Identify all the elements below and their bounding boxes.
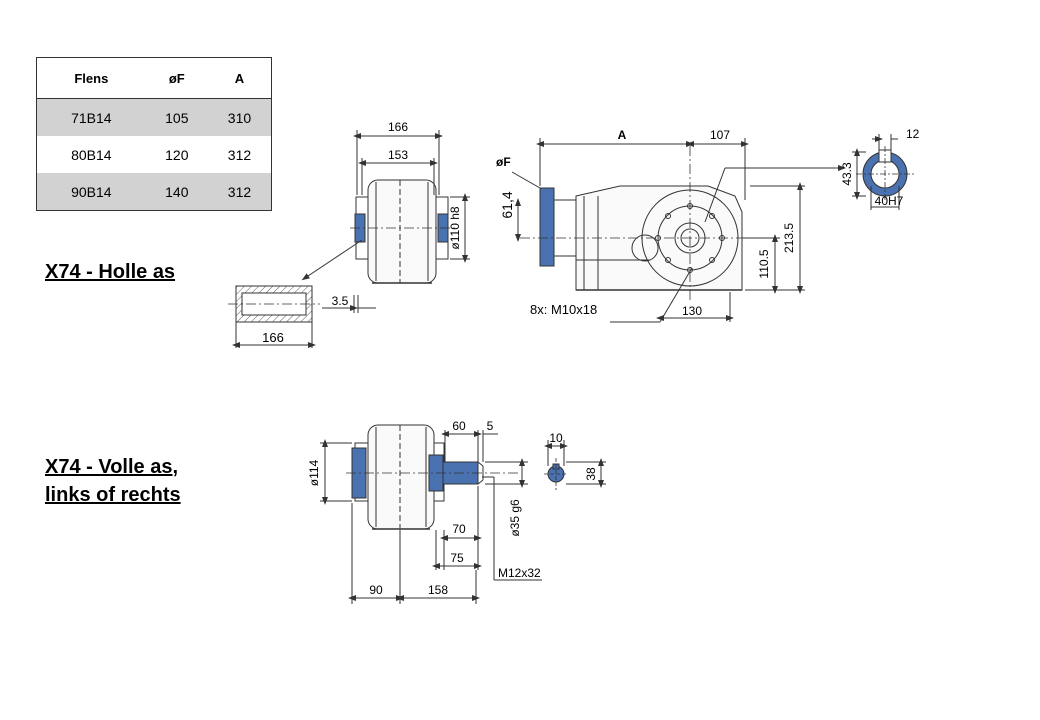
dim-3-5: 3.5 — [332, 294, 349, 308]
hollow-front-view — [511, 138, 846, 323]
dim-38: 38 — [584, 467, 598, 481]
dim-158: 158 — [428, 583, 448, 597]
shaft-key-detail — [544, 440, 606, 490]
hollow-shaft-detail — [228, 285, 376, 348]
flange-table: Flens øF A 71B14 105 310 80B14 120 312 9… — [36, 57, 272, 211]
table-cell: 105 — [145, 98, 208, 136]
dim-5: 5 — [487, 419, 494, 433]
header-diameter-f: øF — [145, 57, 208, 99]
dim-43-3: 43.3 — [840, 162, 854, 186]
table-cell: 71B14 — [36, 98, 146, 136]
table-cell: 310 — [207, 98, 272, 136]
dim-213-5: 213.5 — [782, 223, 796, 253]
table-row: 90B14 140 312 — [36, 173, 272, 211]
dim-60: 60 — [452, 419, 466, 433]
title-solid-shaft-line1: X74 - Volle as, — [45, 456, 179, 478]
dim-12: 12 — [906, 127, 920, 141]
table-cell: 120 — [165, 146, 189, 163]
dim-90: 90 — [369, 583, 383, 597]
header-a: A — [207, 57, 272, 99]
dim-10: 10 — [549, 431, 563, 445]
housing-outline — [367, 179, 437, 284]
title-hollow-shaft: X74 - Holle as — [45, 261, 176, 283]
table-cell: 312 — [227, 146, 252, 163]
keyway-detail — [852, 134, 914, 210]
table-cell: 90B14 — [36, 173, 146, 211]
dim-40h7: 40H7 — [875, 194, 904, 208]
dim-130: 130 — [682, 304, 702, 318]
dim-61-4: 61,4 — [499, 191, 515, 218]
header-flens: Flens — [36, 57, 146, 99]
solid-shaft-view — [320, 424, 542, 604]
dim-m12x32: M12x32 — [498, 566, 541, 580]
dim-a: A — [618, 128, 627, 142]
dim-35g6: ø35 g6 — [508, 499, 522, 537]
dim-153: 153 — [388, 148, 408, 162]
dim-70: 70 — [452, 522, 466, 536]
dim-166-shaft: 166 — [262, 330, 284, 345]
title-solid-shaft-line2: links of rechts — [45, 484, 181, 506]
table-header-row: Flens øF A — [36, 57, 272, 99]
solid-housing — [367, 424, 435, 530]
dim-f: øF — [496, 155, 511, 169]
dim-110-5: 110.5 — [757, 249, 771, 278]
dim-114: ø114 — [307, 459, 321, 486]
dim-166-top: 166 — [388, 120, 408, 134]
table-row: 71B14 105 310 — [36, 98, 272, 136]
hollow-side-view — [301, 130, 470, 284]
table-cell: 140 — [145, 173, 208, 211]
dim-107: 107 — [710, 128, 730, 142]
table-cell: 80B14 — [71, 146, 112, 163]
table-cell: 312 — [207, 173, 272, 211]
table-row: 80B14 120 312 — [37, 136, 272, 173]
motor-flange — [539, 187, 555, 267]
dim-75: 75 — [450, 551, 464, 565]
dim-bolts: 8x: M10x18 — [530, 302, 597, 317]
dim-110h8: ø110 h8 — [448, 206, 462, 249]
